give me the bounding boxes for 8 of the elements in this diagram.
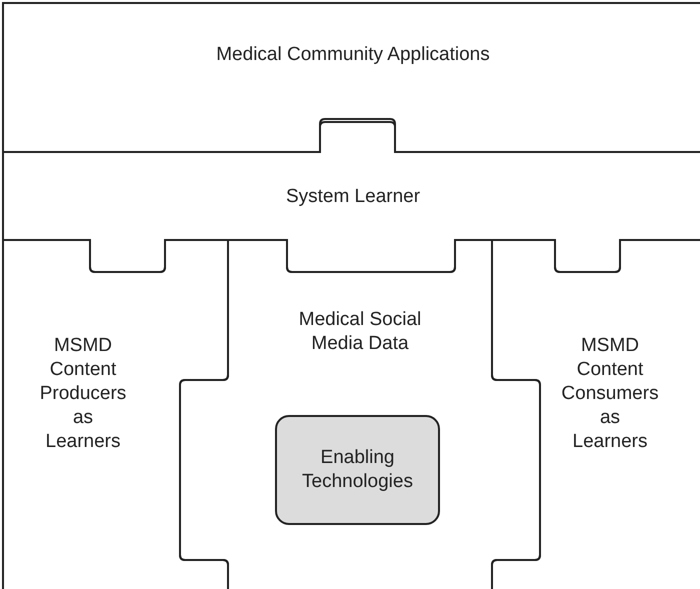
region-label: System Learner [284,185,422,209]
region-label: Medical Community Applications [215,43,491,67]
region-label: MSMD Content Producers as Learners [38,334,128,454]
process-box: Enabling Technologies [275,415,440,525]
puzzle-region [3,3,700,152]
puzzle-region [3,240,228,589]
region-label: Medical Social Media Data [298,308,422,356]
region-label: MSMD Content Consumers as Learners [560,334,660,454]
